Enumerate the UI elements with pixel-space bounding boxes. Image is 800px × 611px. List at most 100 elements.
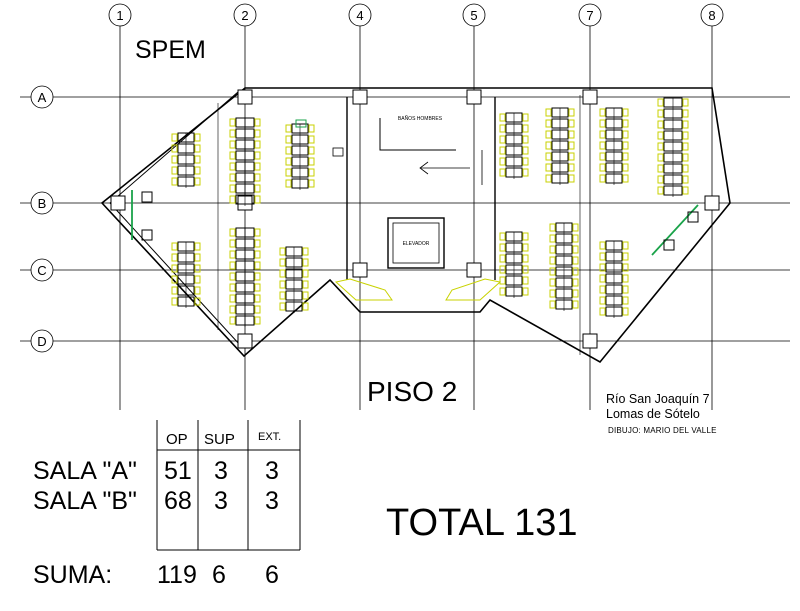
chair: [171, 297, 178, 306]
chair: [194, 144, 201, 153]
chair: [171, 155, 178, 164]
chair: [499, 124, 506, 133]
chair: [279, 269, 286, 278]
chair: [254, 184, 261, 193]
grid-label-7: 7: [586, 8, 593, 23]
chair: [279, 302, 286, 311]
chair: [599, 130, 606, 139]
address-line-2: Lomas de Sótelo: [606, 407, 700, 421]
chair: [545, 130, 552, 139]
chair: [499, 243, 506, 252]
office-desk-west: [141, 229, 153, 241]
chair: [622, 163, 629, 172]
chair: [308, 146, 315, 155]
chair: [522, 135, 529, 144]
angled-desk-west: [334, 278, 393, 301]
chair: [308, 124, 315, 133]
sala-b-op: 68: [164, 487, 192, 515]
grid-bubble-8: [700, 3, 724, 27]
chair: [171, 264, 178, 273]
chair: [499, 265, 506, 274]
bath-label: BAÑOS HOMBRES: [398, 115, 443, 122]
chair: [254, 261, 261, 270]
chair: [229, 283, 236, 292]
chair: [279, 280, 286, 289]
chair: [622, 274, 629, 283]
chair: [229, 294, 236, 303]
chair: [682, 142, 689, 151]
chair: [254, 272, 261, 281]
header-ext: EXT.: [258, 431, 282, 443]
chair: [302, 291, 309, 300]
row-label-sala-a: SALA "A": [33, 457, 137, 485]
chair: [194, 155, 201, 164]
circulation-arrow-head: [419, 161, 429, 175]
chair: [657, 98, 664, 107]
chair: [657, 164, 664, 173]
chair: [568, 174, 575, 183]
chair: [522, 243, 529, 252]
chair: [285, 124, 292, 133]
chair: [599, 285, 606, 294]
service-core: [332, 118, 483, 269]
chair: [229, 305, 236, 314]
chair: [254, 239, 261, 248]
chair: [599, 252, 606, 261]
chair: [572, 245, 579, 254]
chair: [572, 234, 579, 243]
inner-wall-nw: [109, 91, 239, 204]
chair: [545, 108, 552, 117]
chair: [622, 252, 629, 261]
chair: [572, 300, 579, 309]
address-line-1: Río San Joaquín 7: [606, 392, 710, 406]
grid-label-D: D: [37, 334, 46, 349]
chair: [229, 184, 236, 193]
chair: [279, 258, 286, 267]
grid-bubble-A: [30, 85, 54, 109]
column: [582, 333, 598, 349]
chair: [194, 253, 201, 262]
grid-label-C: C: [37, 263, 46, 278]
sala-a-ext: 3: [265, 457, 279, 485]
chair: [522, 276, 529, 285]
elevator-cab: [392, 222, 440, 264]
chair: [568, 119, 575, 128]
grid-bubble-B: [30, 191, 54, 215]
chair: [572, 278, 579, 287]
column: [466, 89, 482, 105]
chair: [572, 289, 579, 298]
chair: [545, 163, 552, 172]
column: [582, 89, 598, 105]
chair: [229, 316, 236, 325]
chair: [229, 162, 236, 171]
bath-partition: [379, 118, 456, 151]
chair: [682, 120, 689, 129]
chair: [254, 228, 261, 237]
chair: [568, 152, 575, 161]
header-sup: SUP: [204, 431, 235, 448]
chair: [622, 174, 629, 183]
chair: [549, 245, 556, 254]
inner-wall-sw: [109, 202, 241, 346]
column: [704, 195, 720, 211]
chair: [171, 177, 178, 186]
column: [352, 262, 368, 278]
chair: [599, 241, 606, 250]
chair: [599, 163, 606, 172]
chair: [568, 130, 575, 139]
chair: [549, 289, 556, 298]
grid-bubble-2: [233, 3, 257, 27]
column: [110, 195, 126, 211]
chair: [622, 241, 629, 250]
chair: [302, 302, 309, 311]
chair: [568, 163, 575, 172]
chair: [254, 118, 261, 127]
grid-label-1: 1: [116, 8, 123, 23]
office-desk-east: [687, 211, 699, 223]
chair: [171, 253, 178, 262]
workstations: [131, 97, 699, 327]
angled-desk-east: [445, 278, 502, 301]
chair: [499, 276, 506, 285]
chair: [171, 144, 178, 153]
